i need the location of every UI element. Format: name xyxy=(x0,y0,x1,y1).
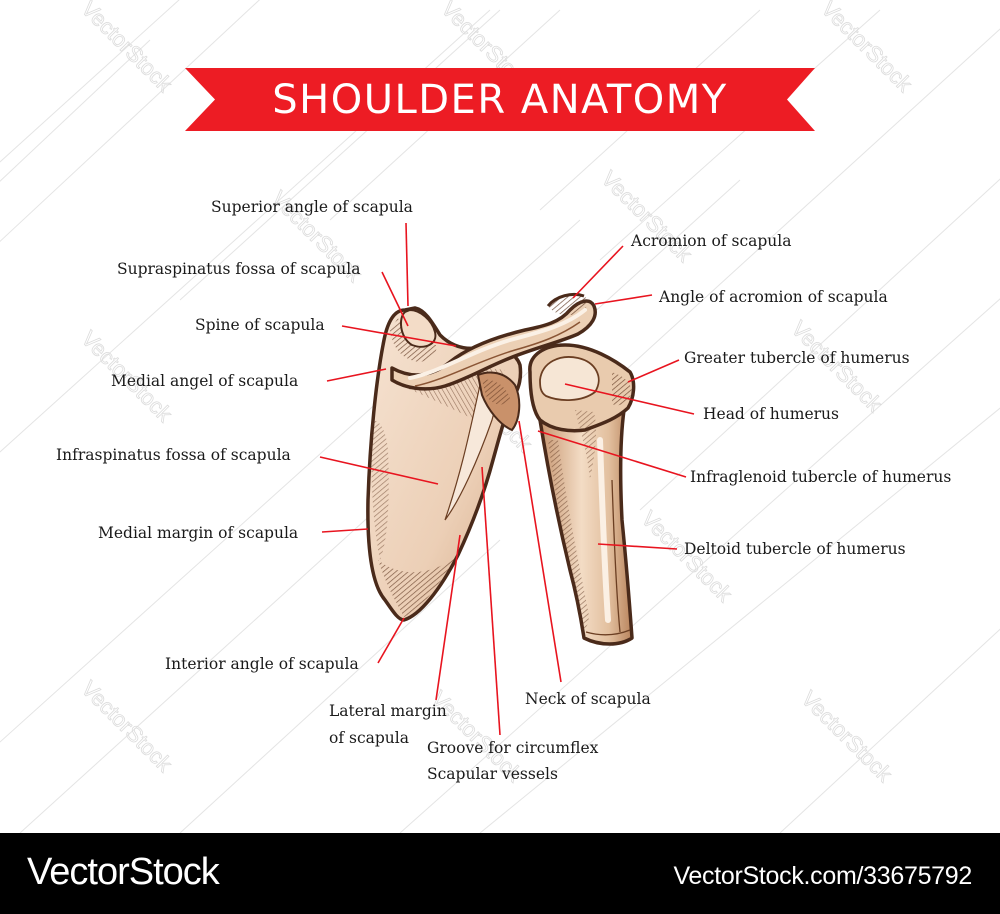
shoulder-anatomy-illustration xyxy=(319,222,695,736)
label-interior-angle: Interior angle of scapula xyxy=(165,655,359,673)
label-superior-angle: Superior angle of scapula xyxy=(211,198,413,216)
footer-bar: VectorStock VectorStock.com/33675792 xyxy=(0,833,1000,914)
label-neck: Neck of scapula xyxy=(525,690,651,708)
label-lateral-margin-1: Lateral margin xyxy=(329,702,447,720)
label-groove-1: Groove for circumflex xyxy=(427,739,599,757)
label-greater-tubercle: Greater tubercle of humerus xyxy=(684,349,910,367)
label-deltoid-tubercle: Deltoid tubercle of humerus xyxy=(684,540,906,558)
label-spine: Spine of scapula xyxy=(195,316,325,334)
page-title: SHOULDER ANATOMY xyxy=(272,76,728,123)
label-groove-2: Scapular vessels xyxy=(427,765,558,783)
label-medial-margin: Medial margin of scapula xyxy=(98,524,299,542)
label-infraspinatus-fossa: Infraspinatus fossa of scapula xyxy=(56,446,291,464)
leader-lines xyxy=(319,222,695,736)
label-acromion: Acromion of scapula xyxy=(631,232,792,250)
label-head-humerus: Head of humerus xyxy=(703,405,839,423)
footer-brand: VectorStock xyxy=(27,851,220,893)
label-supraspinatus-fossa: Supraspinatus fossa of scapula xyxy=(117,260,361,278)
label-angle-acromion: Angle of acromion of scapula xyxy=(659,288,888,306)
acromion-icon xyxy=(390,292,597,391)
label-lateral-margin-2: of scapula xyxy=(329,729,409,747)
label-infraglenoid: Infraglenoid tubercle of humerus xyxy=(690,468,952,486)
label-medial-angle: Medial angel of scapula xyxy=(111,372,299,390)
footer-url[interactable]: VectorStock.com/33675792 xyxy=(673,862,972,890)
humerus-icon xyxy=(528,343,636,646)
title-ribbon xyxy=(185,68,815,131)
